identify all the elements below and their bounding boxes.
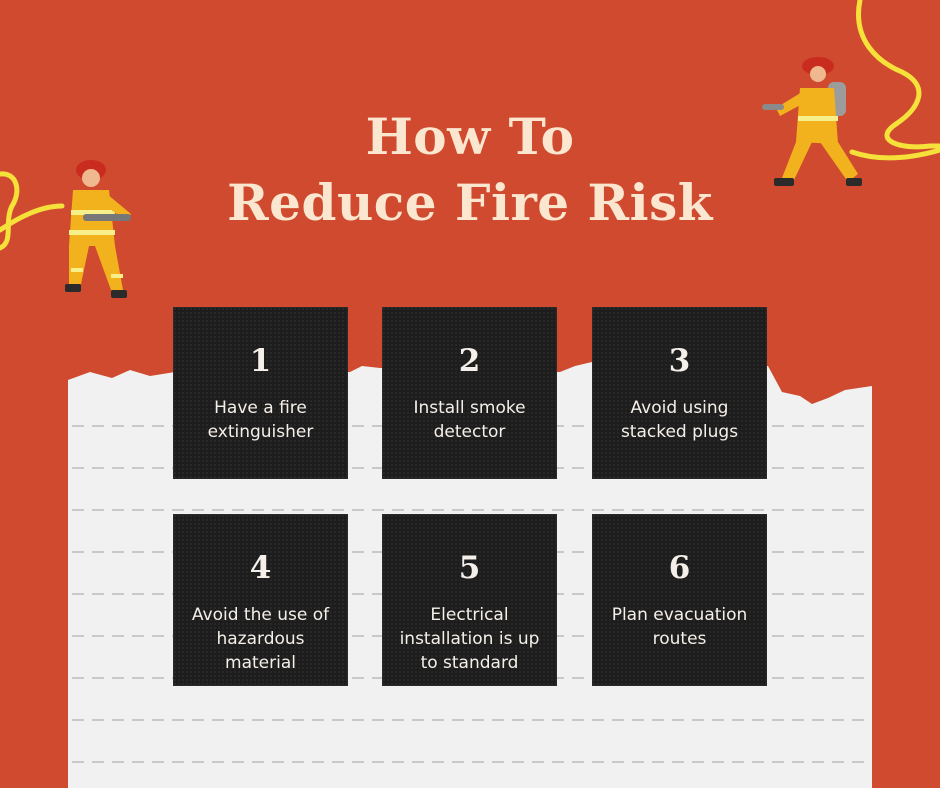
tip-card-5: 5 Electrical installation is up to stand…: [382, 514, 557, 686]
tip-card-3: 3 Avoid using stacked plugs: [592, 307, 767, 479]
tip-text: Avoid the use of hazardous material: [191, 605, 330, 673]
tip-number: 1: [249, 343, 272, 379]
tip-text: Have a fire extinguisher: [207, 398, 314, 442]
tip-card-1: 1 Have a fire extinguisher: [173, 307, 348, 479]
tip-card-6: 6 Plan evacuation routes: [592, 514, 767, 686]
page-title: How To Reduce Fire Risk: [0, 104, 940, 236]
title-line-2: Reduce Fire Risk: [227, 173, 713, 232]
tip-number: 2: [458, 343, 481, 379]
tip-number: 5: [458, 550, 481, 586]
tip-text: Install smoke detector: [413, 398, 526, 442]
firefighter-left-illustration: [65, 160, 131, 298]
tip-text: Plan evacuation routes: [611, 605, 748, 649]
firefighter-right-illustration: [762, 57, 862, 186]
tip-card-4: 4 Avoid the use of hazardous material: [173, 514, 348, 686]
tip-text: Avoid using stacked plugs: [620, 398, 739, 442]
title-line-1: How To: [365, 107, 575, 166]
tip-number: 4: [249, 550, 272, 586]
tip-card-2: 2 Install smoke detector: [382, 307, 557, 479]
tip-number: 6: [668, 550, 691, 586]
tip-number: 3: [668, 343, 691, 379]
tip-text: Electrical installation is up to standar…: [399, 605, 540, 673]
